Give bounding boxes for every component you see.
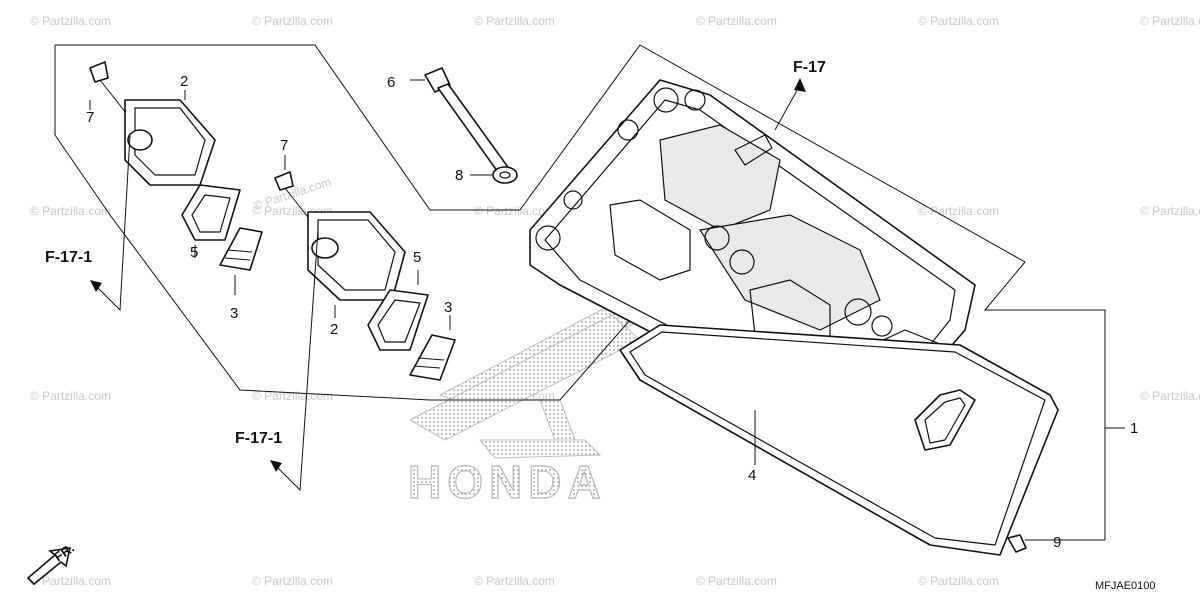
watermark: © Partzilla.com [30, 574, 111, 588]
watermark: © Partzilla.com [1140, 14, 1200, 28]
watermark: © Partzilla.com [30, 204, 111, 218]
callout-7: 7 [280, 137, 288, 154]
callout-9: 9 [1053, 534, 1061, 551]
reference-f17-1-right: F-17-1 [235, 430, 282, 447]
head-cover-gasket [619, 324, 1059, 556]
plug-hole-seal [914, 389, 976, 451]
watermark: © Partzilla.com [1140, 389, 1200, 403]
watermark: © Partzilla.com [474, 574, 555, 588]
watermark: © Partzilla.com [252, 574, 333, 588]
leader-lines [754, 410, 1040, 541]
reference-f17: F-17 [793, 59, 826, 76]
special-bolt [410, 67, 511, 176]
watermark: © Partzilla.com [474, 204, 555, 218]
watermark: © Partzilla.com [30, 389, 111, 403]
callout-6: 6 [387, 74, 395, 91]
front-arrow-icon [26, 547, 72, 586]
honda-logo-text: HONDA [408, 456, 607, 508]
exploded-view-frame [54, 44, 1125, 541]
section-references: F-17 F-17-1 F-17-1 [45, 59, 826, 447]
cap-nut [1007, 534, 1027, 553]
callouts: 1 2 2 3 3 4 5 5 6 7 7 8 9 [86, 73, 1138, 551]
right-assembly [274, 155, 456, 381]
watermark: © Partzilla.com [918, 204, 999, 218]
left-assembly [89, 61, 263, 295]
callout-1: 1 [1130, 420, 1138, 437]
reference-f17-1-left: F-17-1 [45, 249, 92, 266]
watermark: © Partzilla.com [696, 574, 777, 588]
callout-2: 2 [180, 73, 188, 90]
callout-3: 3 [444, 299, 452, 316]
watermark: © Partzilla.com [474, 14, 555, 28]
callout-7: 7 [86, 109, 94, 126]
watermark: © Partzilla.com [696, 14, 777, 28]
callout-5: 5 [413, 249, 421, 266]
watermark: © Partzilla.com [1140, 204, 1200, 218]
watermark: © Partzilla.com [30, 14, 111, 28]
watermark: © Partzilla.com [252, 389, 333, 403]
diagram-code: MFJAE0100 [1095, 580, 1156, 592]
callout-3: 3 [230, 305, 238, 322]
washer [470, 166, 518, 184]
callout-2: 2 [330, 321, 338, 338]
callout-8: 8 [455, 167, 463, 184]
callout-4: 4 [748, 467, 756, 484]
honda-logo: HONDA [407, 299, 641, 509]
callout-5: 5 [190, 244, 198, 261]
watermark: © Partzilla.com [918, 574, 999, 588]
reference-arrows [90, 78, 806, 492]
watermark: © Partzilla.com [918, 14, 999, 28]
watermark: © Partzilla.com [252, 14, 333, 28]
